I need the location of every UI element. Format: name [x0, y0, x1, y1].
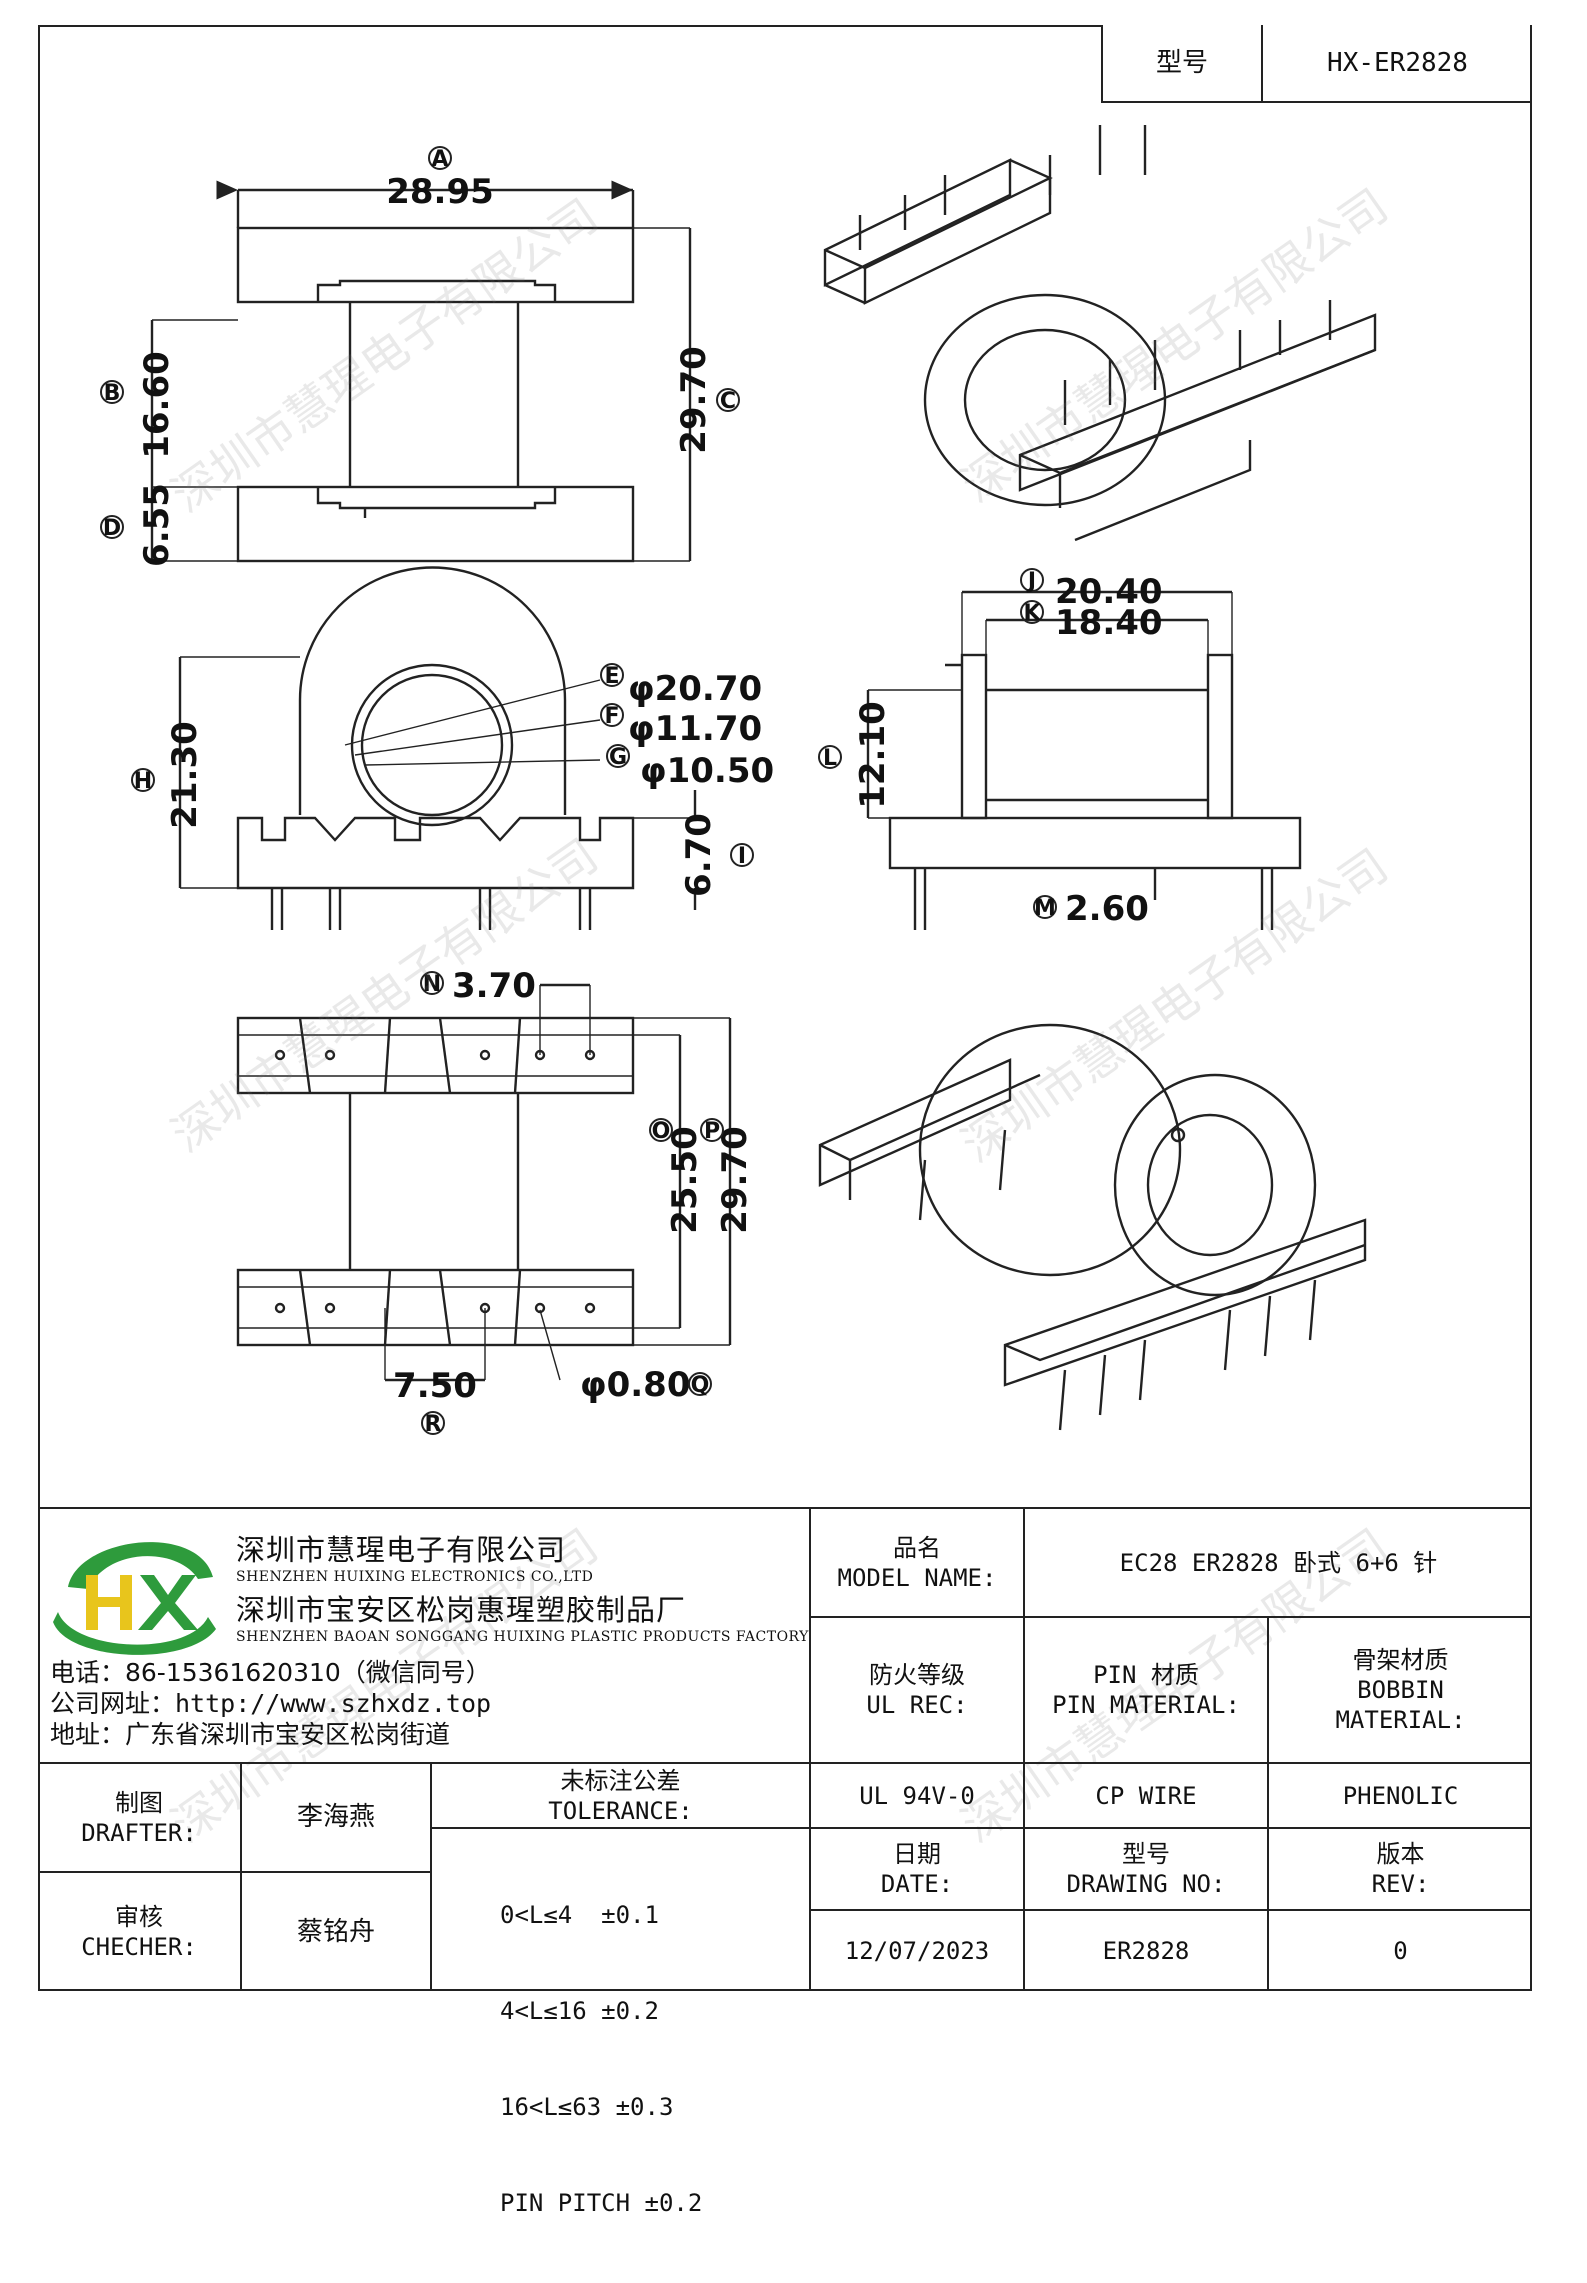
- dim-H: 21.30 H: [131, 721, 205, 829]
- dim-C: 29.70 C: [674, 346, 740, 454]
- svg-text:K: K: [1023, 601, 1041, 626]
- svg-text:18.40: 18.40: [1055, 603, 1163, 643]
- svg-text:P: P: [704, 1119, 720, 1144]
- svg-text:29.70: 29.70: [715, 1126, 755, 1234]
- model-name-value: EC28 ER2828 卧式 6+6 针: [1119, 1548, 1438, 1577]
- drafter-name: 李海燕: [296, 1802, 375, 1833]
- dim-Q: φ0.80 Q: [580, 1365, 712, 1405]
- svg-text:φ11.70: φ11.70: [628, 709, 762, 749]
- side-view: [866, 590, 1302, 930]
- svg-text:16.60: 16.60: [137, 351, 177, 459]
- contact-website: 公司网址：http://www.szhxdz.top: [50, 1689, 492, 1718]
- dim-M: M 2.60: [1033, 889, 1149, 929]
- dim-R: 7.50 R: [393, 1366, 477, 1437]
- model-label: 型号: [1155, 47, 1208, 78]
- svg-text:21.30: 21.30: [165, 721, 205, 829]
- svg-text:20.40: 20.40: [1055, 572, 1163, 612]
- tolerance-list: 0<L≤4 ±0.1 4<L≤16 ±0.2 16<L≤63 ±0.3 PIN …: [500, 1835, 702, 2283]
- svg-text:28.95: 28.95: [386, 172, 494, 212]
- svg-text:Q: Q: [691, 1373, 710, 1398]
- svg-text:29.70: 29.70: [674, 346, 714, 454]
- svg-text:φ20.70: φ20.70: [628, 669, 762, 709]
- svg-text:E: E: [604, 664, 619, 689]
- svg-text:N: N: [423, 972, 441, 997]
- dim-B: 16.60 B: [100, 351, 177, 459]
- dim-F: F φ11.70: [600, 703, 762, 749]
- svg-text:B: B: [104, 381, 121, 406]
- factory-name-en: SHENZHEN BAOAN SONGGANG HUIXING PLASTIC …: [236, 1629, 809, 1645]
- svg-text:C: C: [720, 389, 736, 414]
- dim-E: E φ20.70: [600, 663, 762, 709]
- svg-text:6.55: 6.55: [137, 483, 177, 567]
- pin-material-value: CP WIRE: [1095, 1781, 1197, 1810]
- bobbin-material-value: PHENOLIC: [1342, 1781, 1459, 1810]
- date-value: 12/07/2023: [844, 1937, 990, 1965]
- svg-text:φ0.80: φ0.80: [580, 1365, 690, 1405]
- tolerance-line: 16<L≤63 ±0.3: [500, 2093, 674, 2121]
- dim-O: 25.50 O: [649, 1118, 705, 1234]
- svg-text:R: R: [425, 1412, 442, 1437]
- svg-text:A: A: [431, 147, 448, 172]
- svg-text:I: I: [738, 844, 746, 869]
- technical-drawing: A 28.95 16.60 B 6.55 D 29.70 C E φ20.70 …: [100, 125, 1377, 1437]
- ul-value: UL 94V-0: [859, 1781, 975, 1810]
- contact-address: 地址：广东省深圳市宝安区松岗街道: [50, 1720, 451, 1749]
- dim-J: J 20.40: [1020, 568, 1163, 612]
- company-name-en: SHENZHEN HUIXING ELECTRONICS CO.,LTD: [236, 1569, 594, 1585]
- dim-A: A 28.95: [386, 146, 494, 212]
- info-block: HX 深圳市慧瑆电子有限公司 SHENZHEN HUIXING ELECTRON…: [38, 1507, 1532, 2217]
- dim-I: 6.70 I: [679, 813, 754, 897]
- model-value: HX-ER2828: [1327, 47, 1468, 78]
- svg-text:φ10.50: φ10.50: [640, 751, 774, 791]
- svg-text:2.60: 2.60: [1065, 889, 1149, 929]
- checker-name: 蔡铭舟: [296, 1916, 375, 1947]
- tolerance-line: PIN PITCH ±0.2: [500, 2189, 703, 2217]
- factory-name-cn: 深圳市宝安区松岗惠瑆塑胶制品厂: [236, 1593, 687, 1627]
- drawing-frame: [38, 25, 1532, 1991]
- svg-text:7.50: 7.50: [393, 1366, 477, 1406]
- title-block: 型号 HX-ER2828: [1101, 25, 1532, 103]
- svg-text:L: L: [823, 746, 837, 771]
- svg-text:6.70: 6.70: [679, 813, 719, 897]
- tolerance-line: 4<L≤16 ±0.2: [500, 1997, 659, 2025]
- rev-value: 0: [1393, 1937, 1408, 1965]
- svg-text:J: J: [1026, 569, 1036, 594]
- dim-K: K 18.40: [1020, 600, 1163, 643]
- isometric-view-bottom: [818, 1023, 1367, 1431]
- contact-phone: 电话：86-15361620310（微信同号）: [50, 1658, 491, 1687]
- top-view: [150, 180, 692, 563]
- svg-text:12.10: 12.10: [853, 701, 893, 809]
- svg-text:G: G: [609, 745, 627, 770]
- dim-G: G φ10.50: [606, 744, 774, 791]
- dim-D: 6.55 D: [100, 483, 177, 567]
- svg-text:F: F: [604, 704, 619, 729]
- isometric-view-top: [823, 125, 1377, 542]
- svg-text:H: H: [134, 769, 152, 794]
- bottom-view: [236, 983, 732, 1382]
- svg-text:O: O: [652, 1119, 671, 1144]
- svg-text:25.50: 25.50: [665, 1126, 705, 1234]
- svg-text:3.70: 3.70: [452, 966, 536, 1006]
- front-view: [178, 566, 697, 930]
- dim-P: 29.70 P: [700, 1118, 755, 1234]
- tolerance-line: 0<L≤4 ±0.1: [500, 1901, 659, 1929]
- company-logo: HX: [53, 1542, 216, 1655]
- company-name-cn: 深圳市慧瑆电子有限公司: [236, 1533, 567, 1567]
- svg-text:M: M: [1034, 896, 1056, 921]
- drawing-no-value: ER2828: [1102, 1937, 1190, 1965]
- dim-N: N 3.70: [420, 966, 536, 1006]
- svg-text:D: D: [103, 516, 121, 541]
- dim-L: 12.10 L: [818, 701, 893, 809]
